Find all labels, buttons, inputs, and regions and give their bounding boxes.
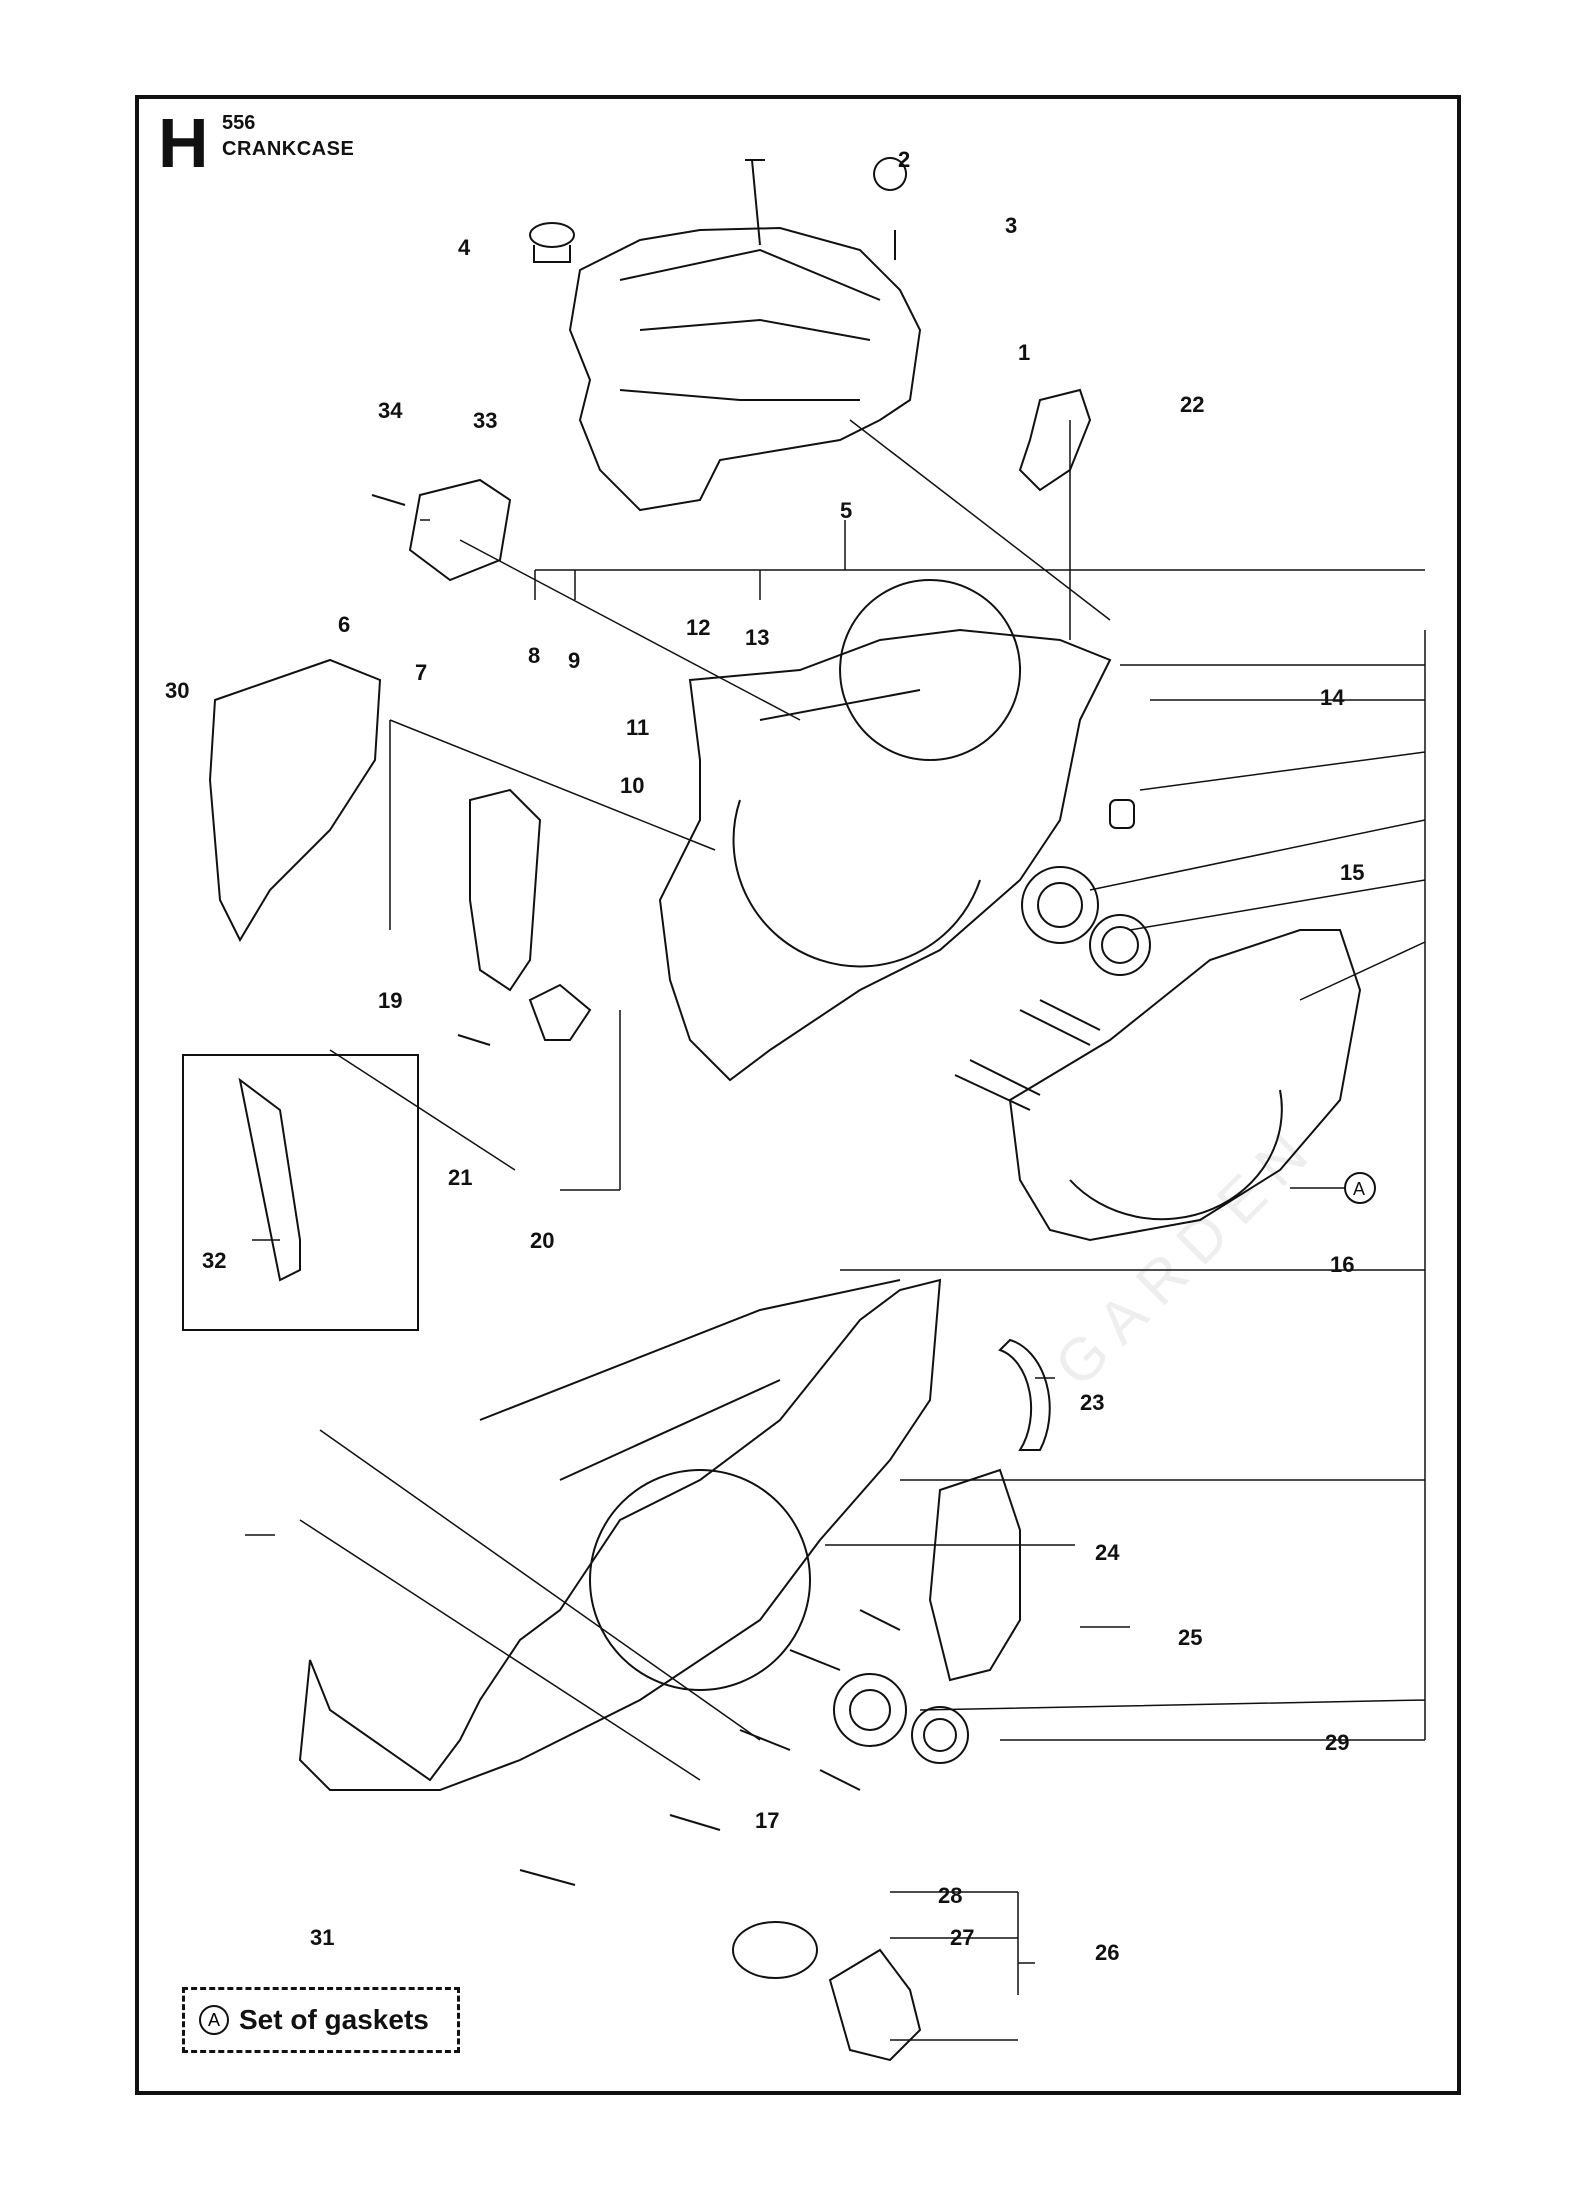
callout-19: 19	[378, 988, 402, 1013]
lower-bearing-part	[833, 1673, 907, 1747]
callout-20: 20	[530, 1228, 554, 1253]
upper-housing-part	[568, 226, 922, 512]
legend-text: Set of gaskets	[239, 2004, 429, 2035]
callout-26: 26	[1095, 1940, 1119, 1965]
callout-16: 16	[1330, 1252, 1354, 1277]
callout-25: 25	[1178, 1625, 1202, 1650]
seal-part	[1089, 914, 1151, 976]
callout-22: 22	[1180, 392, 1204, 417]
callout-10: 10	[620, 773, 644, 798]
callout-33: 33	[473, 408, 497, 433]
cover-33-part	[408, 478, 512, 582]
callout-5: 5	[840, 498, 852, 523]
callout-30: 30	[165, 678, 189, 703]
callout-21: 21	[448, 1165, 472, 1190]
section-letter: H	[158, 104, 209, 182]
plate-6-part	[208, 658, 382, 943]
callout-31: 31	[310, 1925, 334, 1950]
callout-24: 24	[1095, 1540, 1120, 1565]
legend-box: A Set of gaskets	[182, 1987, 460, 2053]
crankcase-half-part	[658, 628, 1112, 1082]
lower-crankcase-part	[298, 1278, 942, 1791]
callout-14: 14	[1320, 685, 1345, 710]
valve-3-part	[873, 157, 908, 260]
screw-21-part	[457, 1034, 491, 1046]
gasket-marker-label: A	[1353, 1179, 1365, 1199]
callout-13: 13	[745, 625, 769, 650]
callout-11: 11	[626, 715, 649, 740]
callout-15: 15	[1340, 860, 1364, 885]
bearing-part	[1021, 866, 1099, 944]
callout-23: 23	[1080, 1390, 1104, 1415]
callout-2: 2	[898, 147, 910, 172]
callout-3: 3	[1005, 213, 1017, 238]
callout-1: 1	[1018, 340, 1030, 365]
callout-17: 17	[755, 1808, 779, 1833]
part-20-part	[528, 983, 592, 1041]
callout-32: 32	[202, 1248, 226, 1273]
cover-24-part	[928, 1468, 1021, 1682]
gasket-part	[1008, 929, 1362, 1242]
callout-27: 27	[950, 1925, 974, 1950]
sleeve-14-part	[1109, 799, 1135, 829]
legend-marker: A	[199, 2005, 229, 2035]
callout-9: 9	[568, 648, 580, 673]
plug-4-part	[529, 222, 576, 263]
plate-32-part	[238, 1077, 301, 1282]
callout-6: 6	[338, 612, 350, 637]
bracket-22-part	[1018, 388, 1092, 492]
callout-7: 7	[415, 660, 427, 685]
clip-23-part	[998, 1338, 1051, 1451]
screw-34-part	[371, 494, 406, 506]
watermark: GARDEN	[1042, 1111, 1330, 1399]
callout-4: 4	[458, 235, 471, 260]
callout-8: 8	[528, 643, 540, 668]
screw-2-part	[745, 159, 765, 246]
callout-29: 29	[1325, 1730, 1349, 1755]
inset-box	[182, 1054, 419, 1331]
model-number: 556	[222, 112, 256, 134]
cap-26-part	[828, 1948, 922, 2062]
leader-lines	[245, 419, 1426, 2041]
bolt-17-part	[519, 1609, 901, 1886]
diagram-frame	[135, 95, 1461, 2095]
plate-19-part	[469, 788, 542, 992]
callout-28: 28	[938, 1883, 962, 1908]
bolt-15-part	[1019, 999, 1101, 1046]
lower-seal-part	[911, 1706, 969, 1764]
callout-12: 12	[686, 615, 710, 640]
callout-34: 34	[378, 398, 403, 423]
oring-27-part	[732, 1921, 818, 1979]
diagram-title: CRANKCASE	[222, 138, 355, 160]
